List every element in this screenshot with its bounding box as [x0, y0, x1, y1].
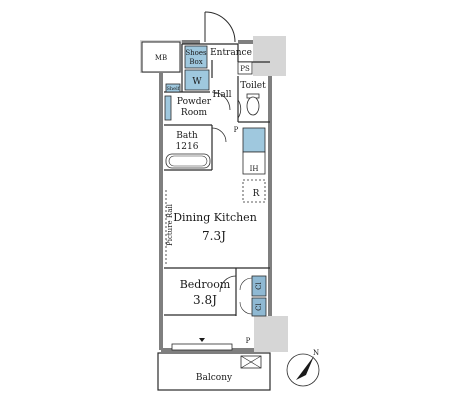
dining-kitchen-label-2: 7.3J: [202, 229, 226, 243]
refrigerator-label: R: [253, 189, 260, 199]
toilet-label: Toilet: [240, 81, 266, 91]
w-label: W: [192, 77, 202, 87]
dining-kitchen-label-1: Dining Kitchen: [173, 211, 257, 224]
north-label: N: [313, 349, 319, 357]
ih-label: IH: [250, 165, 259, 173]
window-marker: [199, 338, 205, 342]
closet-bottom-label: Cl: [255, 302, 263, 310]
entrance-door: [204, 11, 236, 43]
bath-label-1: Bath: [176, 131, 198, 141]
ps-top-label: PS: [240, 65, 250, 73]
closet-bottom: [251, 297, 267, 317]
ps-top-box: [237, 61, 253, 75]
bathtub-inner: [168, 155, 208, 167]
balcony-hatch-cross: [240, 355, 262, 369]
north-arrow-icon: [286, 353, 320, 387]
toilet-door: [237, 99, 242, 119]
shelf-box: [165, 83, 181, 93]
bath-door: [211, 127, 227, 143]
mb-label: MB: [155, 54, 167, 62]
bedroom-door: [219, 275, 237, 293]
powder-room-door: [211, 91, 231, 111]
powder-room-label-2: Room: [181, 108, 208, 118]
shoes-box: [184, 45, 208, 69]
kitchen-counter: [242, 151, 266, 175]
p-small-label: P: [234, 126, 239, 134]
balcony-label: Balcony: [196, 373, 233, 383]
shoes-box-label-1: Shoes: [185, 49, 207, 57]
washbasin: [164, 95, 172, 121]
bedroom-label-1: Bedroom: [180, 278, 231, 291]
ps-bottom-label: P: [246, 337, 251, 345]
toilet-bowl: [246, 96, 260, 116]
refrigerator-space: [242, 179, 266, 203]
balcony-window: [171, 343, 233, 351]
entrance-label: Entrance: [210, 48, 252, 58]
washing-machine-pan: [184, 69, 210, 91]
shelf-label: Shelf: [166, 86, 180, 92]
picture-rail-label: Picture Rail: [166, 203, 174, 246]
closet-top-label: Cl: [255, 281, 263, 289]
pillar-top-right: [253, 36, 286, 76]
closet-top: [251, 275, 267, 297]
pillar-bottom-right: [254, 316, 288, 352]
mb-box: [141, 41, 181, 73]
kitchen-sink: [242, 127, 266, 153]
closet-door-arc-1: [239, 277, 253, 291]
shoes-box-label-2: Box: [189, 58, 202, 66]
bath-label-2: 1216: [176, 142, 199, 152]
bedroom-label-2: 3.8J: [193, 293, 217, 307]
powder-room-label-1: Powder: [177, 97, 212, 107]
closet-door-arc-2: [239, 301, 253, 315]
